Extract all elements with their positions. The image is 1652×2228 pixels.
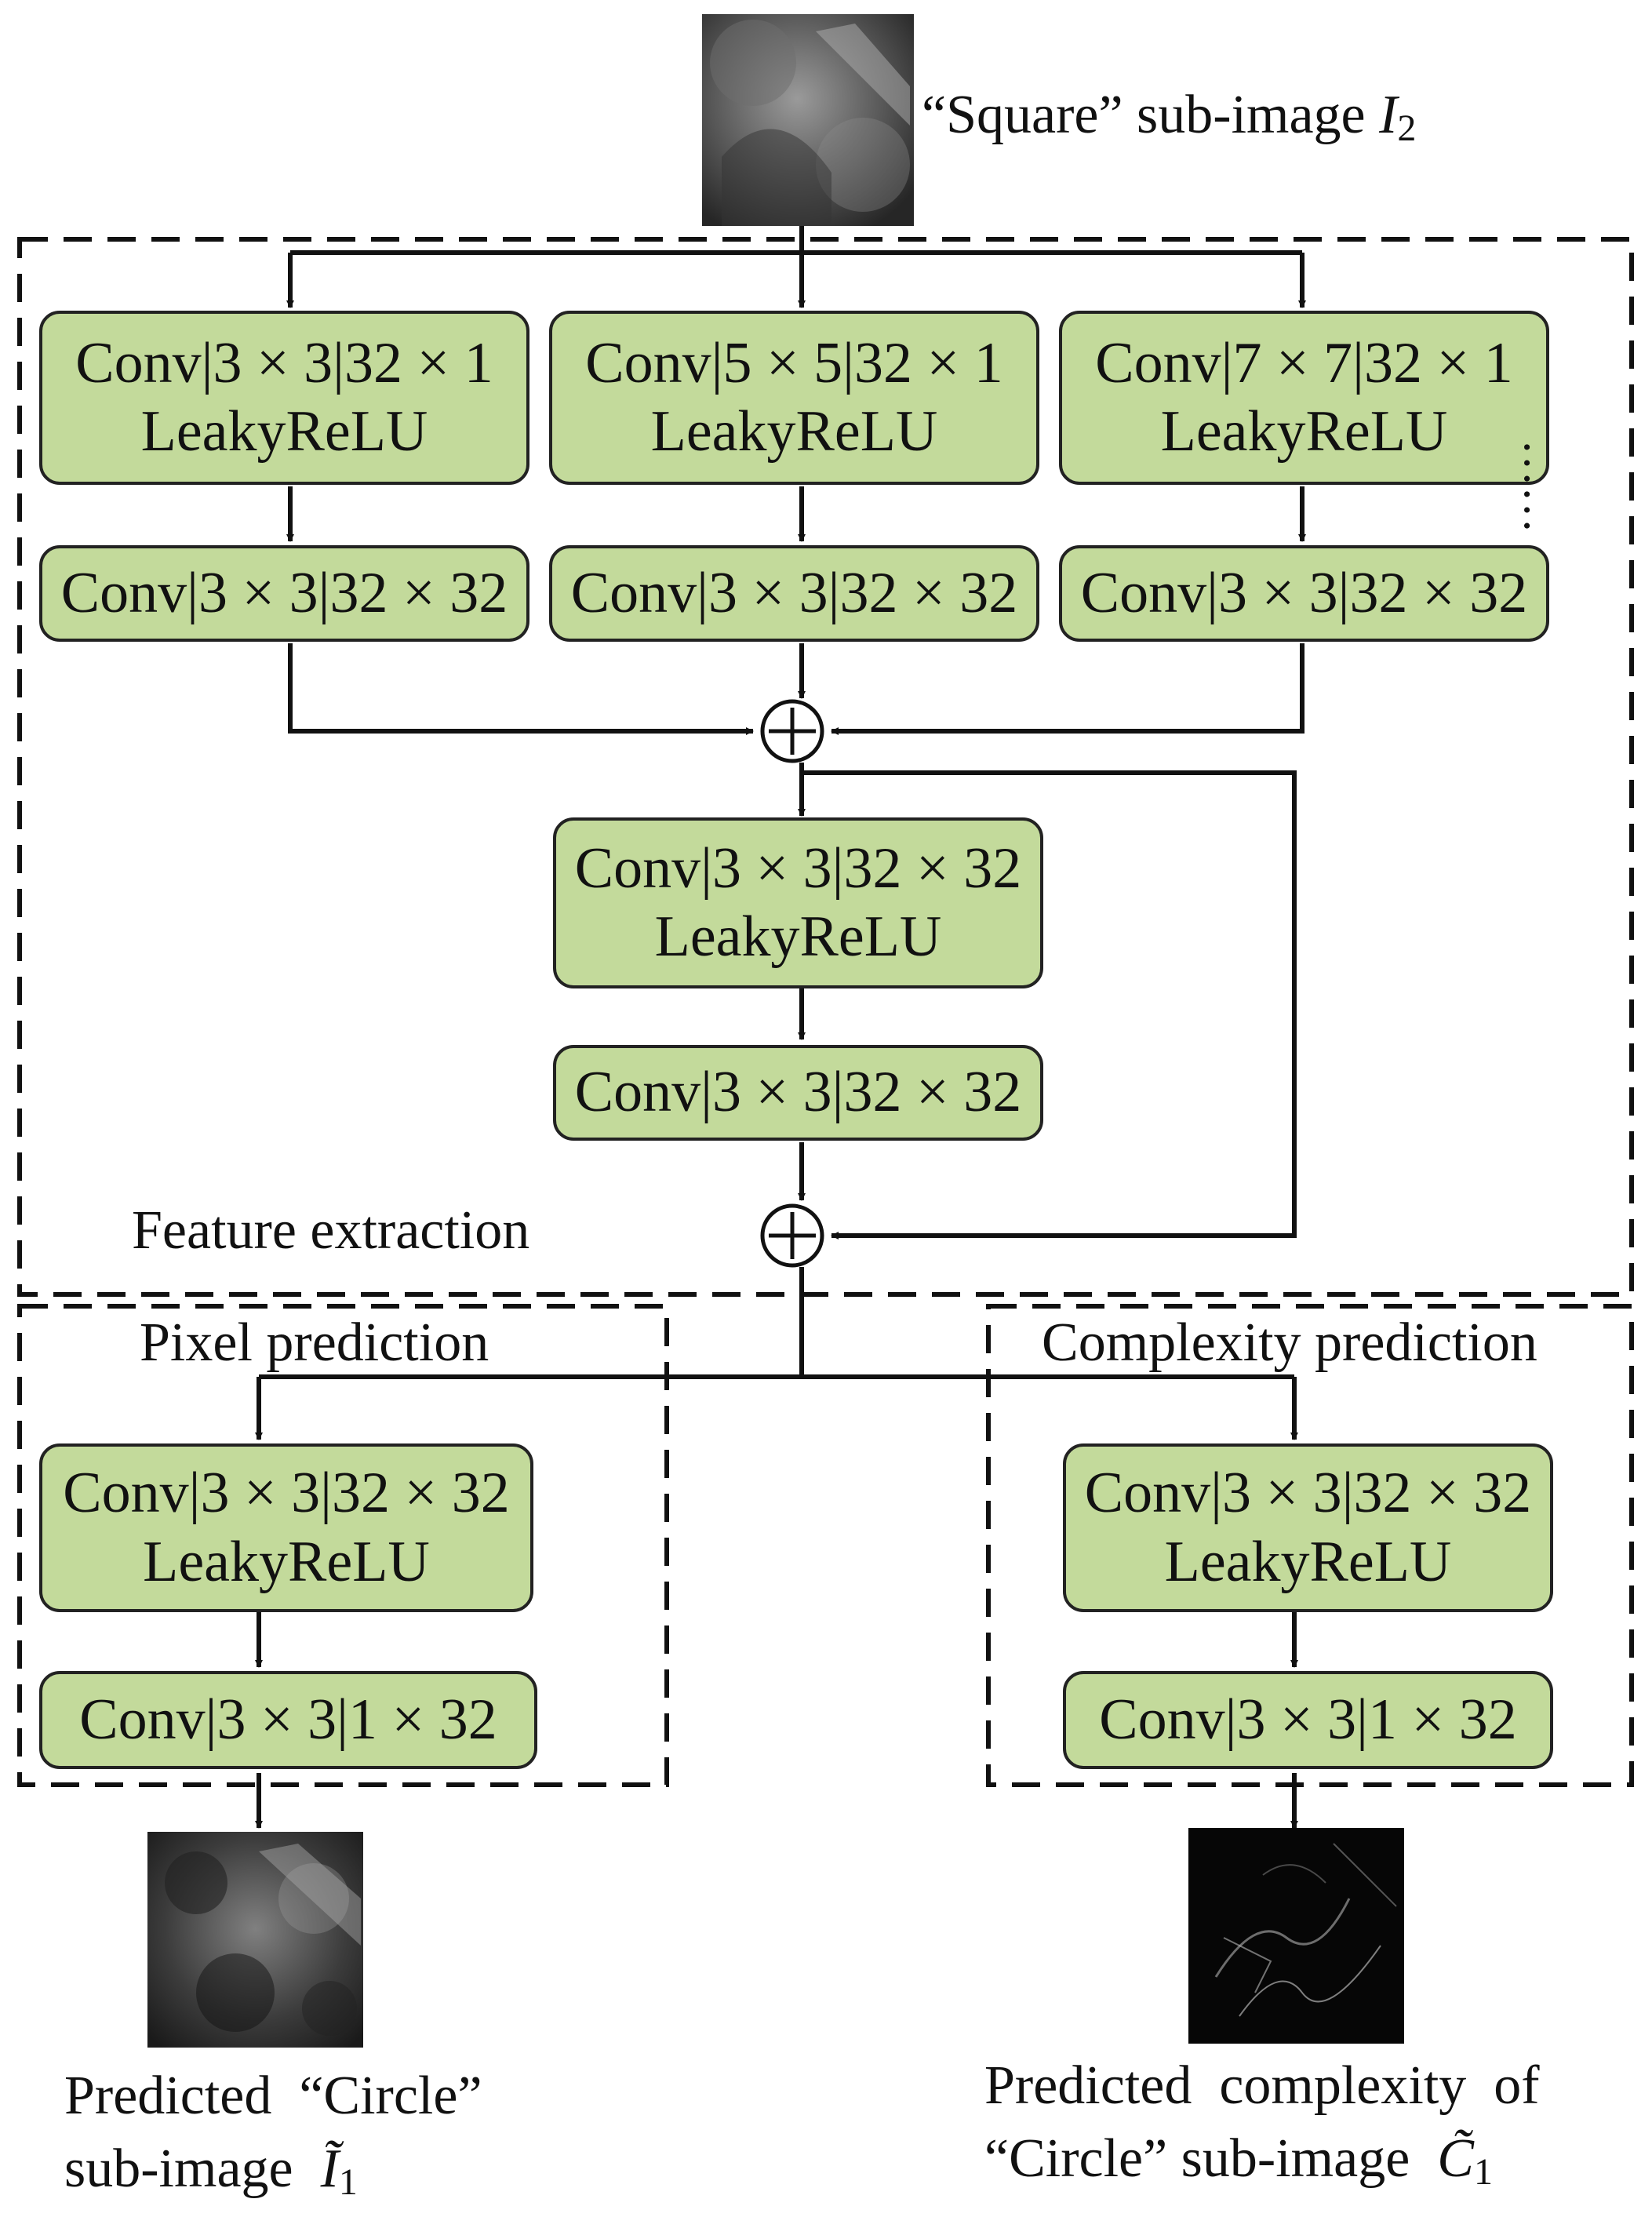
branch-1-conv2-label: Conv|3 × 3|32 × 32 <box>60 560 508 625</box>
pixel-head-conv-block: Conv|3 × 3|32 × 32 LeakyReLU <box>39 1443 533 1612</box>
pixel-head-conv-label: Conv|3 × 3|32 × 32 <box>63 1461 510 1526</box>
pixel-output-caption: Predicted “Circle” sub-image Ĩ1 <box>64 2059 482 2208</box>
middle-activation-label: LeakyReLU <box>654 905 942 969</box>
complexity-head-conv-label: Conv|3 × 3|32 × 32 <box>1084 1461 1532 1526</box>
branch-1-conv2-block: Conv|3 × 3|32 × 32 <box>39 545 529 642</box>
branch-3-activation-label: LeakyReLU <box>1160 399 1448 464</box>
pixel-head-conv2-block: Conv|3 × 3|1 × 32 <box>39 1671 537 1769</box>
branch-3-conv2-block: Conv|3 × 3|32 × 32 <box>1059 545 1549 642</box>
middle-conv-block: Conv|3 × 3|32 × 32 LeakyReLU <box>553 817 1043 988</box>
middle-conv-label: Conv|3 × 3|32 × 32 <box>574 836 1022 901</box>
pixel-prediction-label: Pixel prediction <box>140 1312 489 1373</box>
complexity-head-activation-label: LeakyReLU <box>1164 1529 1452 1594</box>
pixel-output-caption-line1: Predicted “Circle” <box>64 2066 482 2126</box>
pixel-output-caption-line2: sub-image <box>64 2139 321 2200</box>
sum-node-branches <box>760 699 824 763</box>
feature-extraction-frame <box>17 237 1634 1297</box>
complexity-head-conv-block: Conv|3 × 3|32 × 32 LeakyReLU <box>1063 1443 1553 1612</box>
pixel-output-caption-line2-wrap: sub-image Ĩ1 <box>64 2132 482 2208</box>
input-connectors <box>286 226 1306 308</box>
branch-1-conv-label: Conv|3 × 3|32 × 1 <box>75 330 493 395</box>
complexity-output-symbol: C̃ <box>1437 2128 1474 2190</box>
pixel-prediction-frame <box>17 1304 669 1787</box>
branch-3-conv-block: Conv|7 × 7|32 × 1 LeakyReLU <box>1059 311 1549 485</box>
branch-3-conv2-label: Conv|3 × 3|32 × 32 <box>1080 560 1528 625</box>
complexity-head-conv2-label: Conv|3 × 3|1 × 32 <box>1099 1687 1517 1752</box>
branch-connectors <box>255 486 1306 1829</box>
sum-node-residual <box>760 1203 824 1268</box>
input-label: “Square” sub-image I2 <box>922 82 1416 151</box>
branch-3-conv-label: Conv|7 × 7|32 × 1 <box>1095 330 1513 395</box>
complexity-prediction-label: Complexity prediction <box>1042 1312 1537 1373</box>
pixel-head-conv2-label: Conv|3 × 3|1 × 32 <box>79 1687 497 1752</box>
branch-2-activation-label: LeakyReLU <box>650 399 938 464</box>
branch-2-conv2-label: Conv|3 × 3|32 × 32 <box>570 560 1018 625</box>
complexity-head-conv2-block: Conv|3 × 3|1 × 32 <box>1063 1671 1553 1769</box>
input-label-text: “Square” sub-image <box>922 85 1380 145</box>
more-branches-ellipsis: …… <box>1515 439 1566 533</box>
complexity-prediction-frame <box>986 1304 1634 1787</box>
middle-conv2-label: Conv|3 × 3|32 × 32 <box>574 1060 1022 1125</box>
middle-conv2-block: Conv|3 × 3|32 × 32 <box>553 1045 1043 1141</box>
predicted-circle-image-thumbnail <box>147 1832 363 2048</box>
predicted-complexity-image-thumbnail <box>1188 1828 1404 2044</box>
branch-1-activation-label: LeakyReLU <box>140 399 428 464</box>
feature-extraction-label: Feature extraction <box>132 1200 530 1261</box>
complexity-output-caption-line1: Predicted complexity of <box>984 2055 1540 2116</box>
branch-1-conv-block: Conv|3 × 3|32 × 1 LeakyReLU <box>39 311 529 485</box>
complexity-output-caption-line2-wrap: “Circle” sub-image C̃1 <box>984 2122 1540 2197</box>
branch-2-conv-label: Conv|5 × 5|32 × 1 <box>585 330 1003 395</box>
pixel-output-symbol: Ĩ <box>320 2139 339 2200</box>
pixel-head-activation-label: LeakyReLU <box>143 1529 430 1594</box>
complexity-output-caption-line2: “Circle” sub-image <box>984 2128 1438 2190</box>
input-image-thumbnail <box>702 14 914 226</box>
input-subscript: 2 <box>1397 107 1417 149</box>
complexity-output-subscript: 1 <box>1473 2151 1493 2193</box>
input-symbol: I <box>1379 85 1398 145</box>
branch-2-conv-block: Conv|5 × 5|32 × 1 LeakyReLU <box>549 311 1039 485</box>
pixel-output-subscript: 1 <box>338 2161 358 2204</box>
complexity-output-caption: Predicted complexity of “Circle” sub-ima… <box>984 2049 1540 2197</box>
branch-2-conv2-block: Conv|3 × 3|32 × 32 <box>549 545 1039 642</box>
